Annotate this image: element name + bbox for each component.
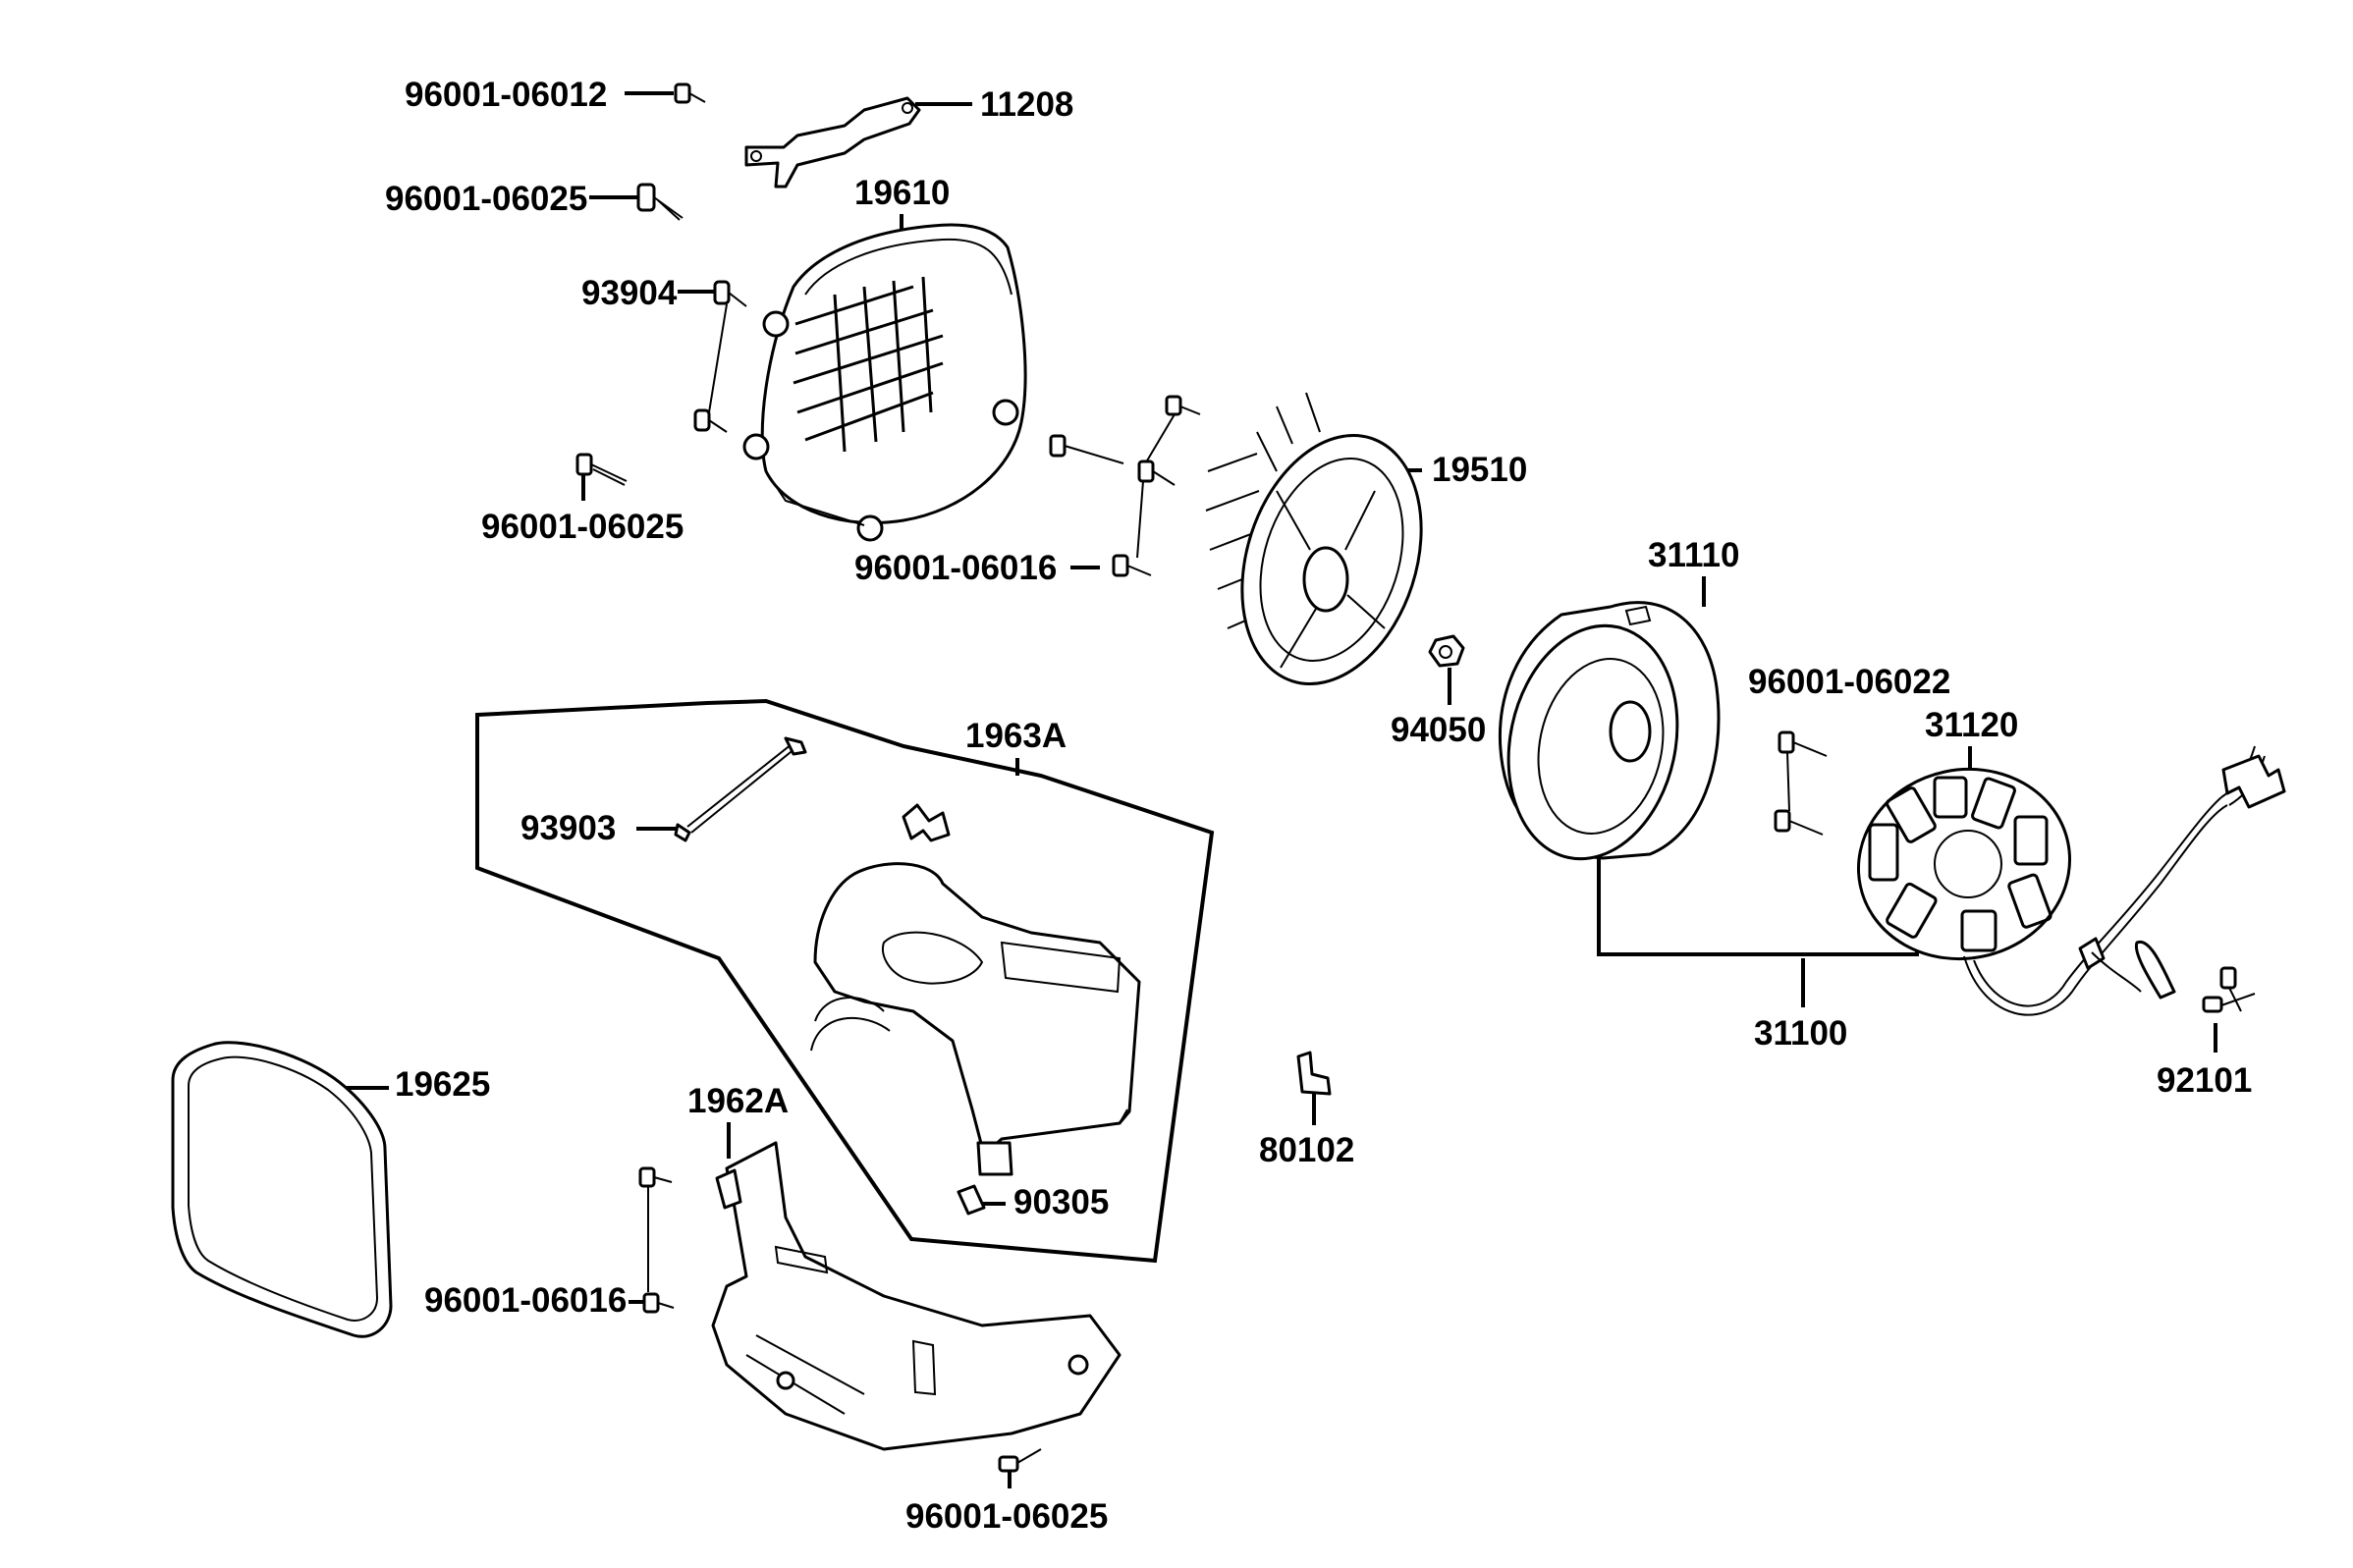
label-92101: 92101 xyxy=(2157,1061,2252,1100)
bracket-11208 xyxy=(744,96,921,189)
bolt-96001-06025-bottom xyxy=(998,1448,1042,1473)
label-96001-06016-top: 96001-06016 xyxy=(854,549,1057,587)
label-96001-06025-top: 96001-06025 xyxy=(385,180,587,218)
label-31100: 31100 xyxy=(1754,1014,1847,1053)
label-19610: 19610 xyxy=(854,174,950,212)
label-31110: 31110 xyxy=(1648,536,1739,574)
nut-94050 xyxy=(1428,634,1465,668)
label-1963A: 1963A xyxy=(965,717,1067,755)
label-96001-06025-left: 96001-06025 xyxy=(481,508,684,546)
label-31120: 31120 xyxy=(1925,706,2018,744)
bolt-96001-06025-top xyxy=(636,183,684,221)
clamp-80102 xyxy=(1296,1051,1332,1096)
bolt-96001-06012 xyxy=(674,82,706,104)
air-shroud-1963A xyxy=(810,803,1141,1176)
stator-31120 xyxy=(1856,745,2286,1016)
bolts-96001-06016-bottom xyxy=(638,1166,675,1314)
label-1962A: 1962A xyxy=(687,1082,789,1120)
bolts-96001-06022 xyxy=(1774,730,1828,836)
label-94050: 94050 xyxy=(1391,711,1486,749)
label-96001-06022: 96001-06022 xyxy=(1748,663,1950,701)
label-80102: 80102 xyxy=(1259,1131,1354,1169)
assembly-outline-1963A xyxy=(475,698,1215,1264)
label-90305: 90305 xyxy=(1013,1183,1109,1221)
lower-cover-1962A xyxy=(711,1141,1122,1451)
label-93903: 93903 xyxy=(520,809,616,847)
screw-93904 xyxy=(693,280,747,433)
label-19510: 19510 xyxy=(1432,451,1527,489)
bolt-92101 xyxy=(2202,966,2256,1013)
label-11208: 11208 xyxy=(980,85,1073,124)
cooling-fan-19510 xyxy=(1205,392,1423,685)
clip-90305 xyxy=(957,1184,986,1216)
label-93904: 93904 xyxy=(581,274,678,312)
gasket-19625 xyxy=(171,1041,393,1338)
fan-cover-19610 xyxy=(742,223,1027,542)
label-96001-06012: 96001-06012 xyxy=(405,76,607,114)
wire-clip-93903 xyxy=(674,736,807,842)
label-96001-06016-bottom: 96001-06016 xyxy=(424,1281,627,1320)
bolts-96001-06016-top xyxy=(1049,395,1201,577)
flywheel-rotor-31110 xyxy=(1499,601,1721,861)
bolt-96001-06025-left xyxy=(575,453,628,486)
label-19625: 19625 xyxy=(395,1065,490,1104)
label-96001-06025-bottom: 96001-06025 xyxy=(905,1497,1108,1536)
